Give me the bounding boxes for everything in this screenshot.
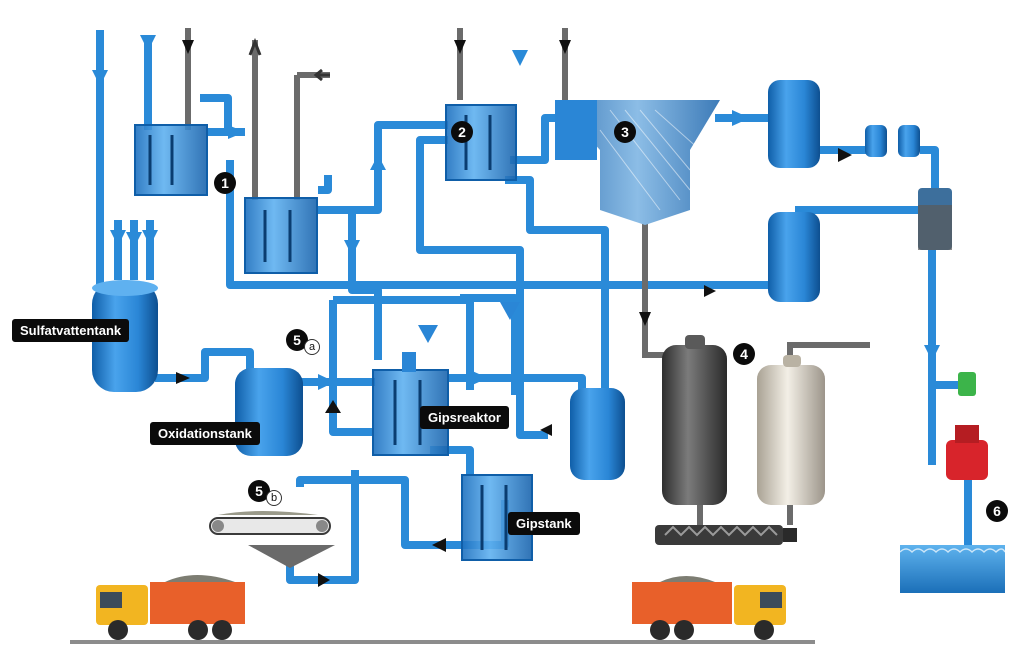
marker-1: 1	[214, 172, 236, 194]
pipe-network	[100, 30, 968, 580]
receiving-water	[900, 545, 1005, 593]
marker-3: 3	[614, 121, 636, 143]
filter-press-dark	[662, 335, 727, 505]
tank-2	[446, 105, 516, 180]
ground-line	[70, 640, 815, 644]
label-gipsreaktor: Gipsreaktor	[420, 406, 509, 429]
thickener-tank	[570, 388, 625, 480]
truck-left	[96, 575, 245, 640]
clear-water-tank-top	[768, 80, 820, 168]
lamella-settler-3	[555, 100, 720, 225]
marker-2: 2	[451, 121, 473, 143]
belt-conveyor	[210, 511, 330, 534]
truck-right	[632, 576, 786, 640]
marker-6: 6	[986, 500, 1008, 522]
tank-1a	[135, 125, 207, 195]
filter-cartridge-1	[865, 125, 887, 157]
vent-and-outlet-arrows	[250, 42, 330, 80]
label-sulfatvattentank: Sulfatvattentank	[12, 319, 129, 342]
marker-5b-sub: b	[266, 490, 282, 506]
label-oxidationstank: Oxidationstank	[150, 422, 260, 445]
label-gipstank: Gipstank	[508, 512, 580, 535]
filter-press-light	[757, 355, 825, 505]
tank-1b	[245, 198, 317, 273]
marker-4: 4	[733, 343, 755, 365]
marker-5a-sub: a	[304, 339, 320, 355]
screw-conveyor	[655, 525, 797, 545]
filter-cartridge-2	[898, 125, 920, 157]
sludge-funnel	[248, 545, 335, 568]
clear-water-tank-bottom	[768, 212, 820, 302]
